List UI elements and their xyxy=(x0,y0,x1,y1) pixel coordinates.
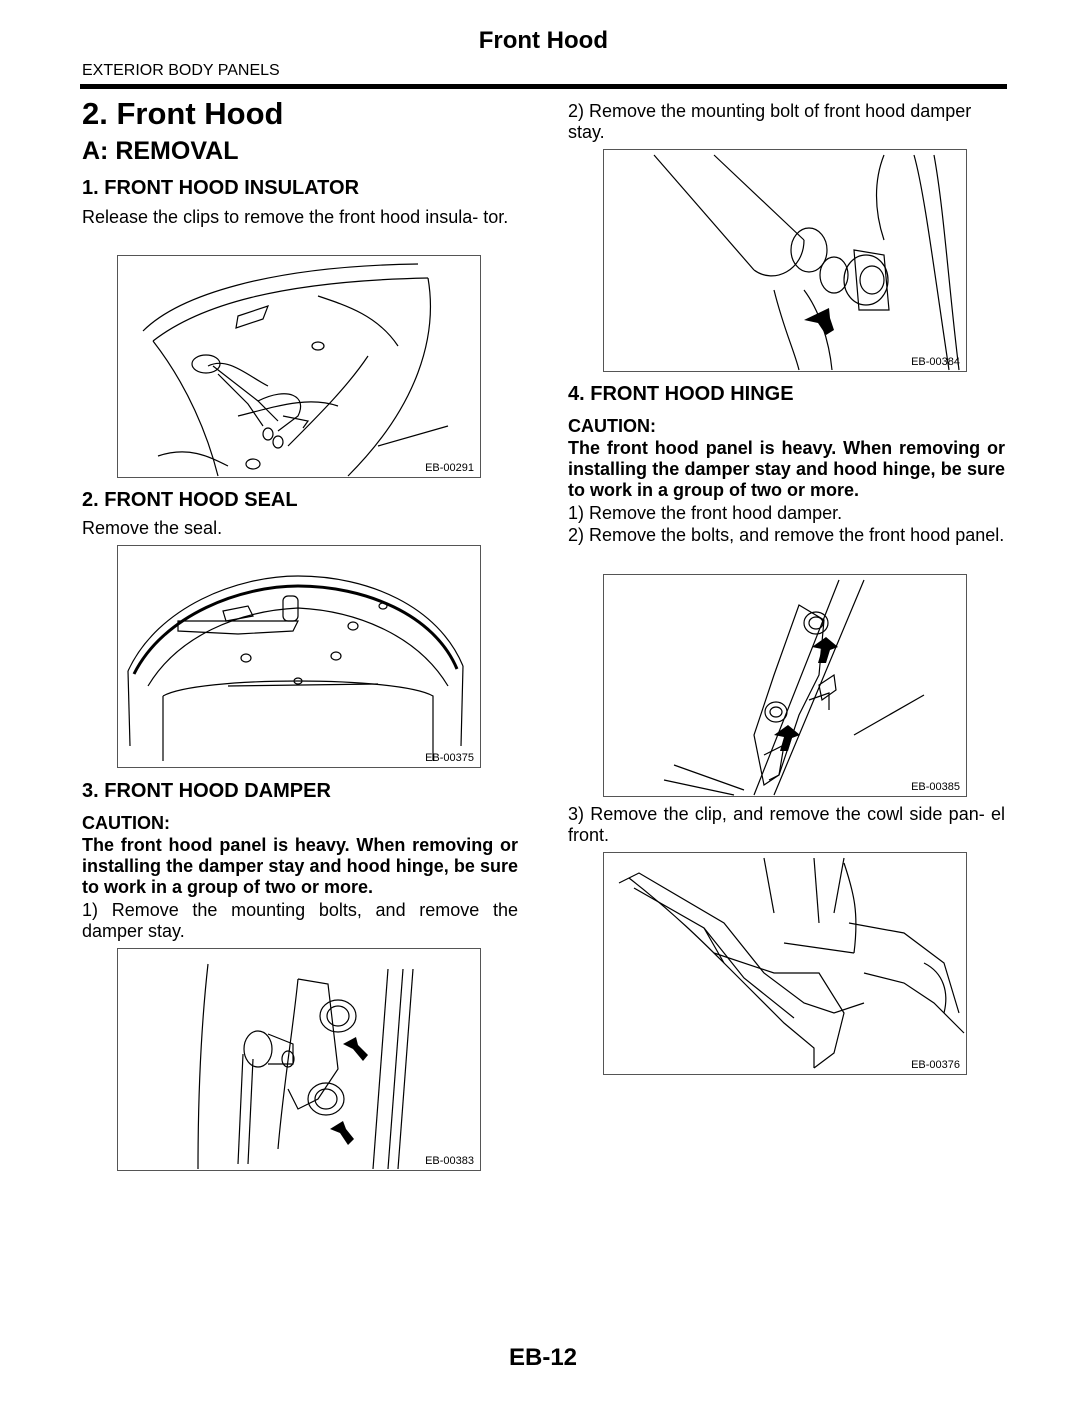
damper-figure-1-id: EB-00383 xyxy=(425,1155,474,1167)
hinge-step-1: 1) Remove the front hood damper. xyxy=(568,503,843,523)
damper-step-1: 1) Remove the mounting bolts, and remove… xyxy=(82,900,518,941)
hinge-caution-text: The front hood panel is heavy. When remo… xyxy=(568,438,1005,500)
damper-figure-1: EB-00383 xyxy=(117,948,481,1171)
page-header-title: Front Hood xyxy=(478,27,608,54)
insulator-text: Release the clips to remove the front ho… xyxy=(82,207,509,227)
damper-figure-2-id: EB-00384 xyxy=(911,356,960,368)
seal-figure-id: EB-00375 xyxy=(425,752,474,764)
insulator-figure: EB-00291 xyxy=(117,255,481,478)
damper-caution-text: The front hood panel is heavy. When remo… xyxy=(82,835,518,897)
damper-bolts-illustration xyxy=(197,963,414,1170)
hinge-bolts-illustration xyxy=(663,579,925,796)
hinge-step-2: 2) Remove the bolts, and remove the fron… xyxy=(568,525,1005,545)
seal-text: Remove the seal. xyxy=(82,518,223,538)
seal-illustration xyxy=(127,575,464,761)
sub-heading: A: REMOVAL xyxy=(82,137,239,165)
damper-caution-label: CAUTION: xyxy=(82,813,170,833)
main-heading: 2. Front Hood xyxy=(82,96,284,131)
hinge-figure-1: EB-00385 xyxy=(603,574,967,797)
hinge-figure-2: EB-00376 xyxy=(603,852,967,1075)
insulator-figure-id: EB-00291 xyxy=(425,462,474,474)
seal-heading: 2. FRONT HOOD SEAL xyxy=(82,489,298,511)
damper-figure-2: EB-00384 xyxy=(603,149,967,372)
section-label: EXTERIOR BODY PANELS xyxy=(82,62,280,79)
hinge-figure-1-id: EB-00385 xyxy=(911,781,960,793)
cowl-panel-illustration xyxy=(618,857,965,1069)
hinge-figure-2-id: EB-00376 xyxy=(911,1059,960,1071)
insulator-illustration xyxy=(142,263,449,477)
damper-stay-illustration xyxy=(653,154,960,371)
header-rule xyxy=(80,84,1007,89)
seal-figure: EB-00375 xyxy=(117,545,481,768)
damper-heading: 3. FRONT HOOD DAMPER xyxy=(82,780,331,802)
hinge-caution-label: CAUTION: xyxy=(568,416,656,436)
page-number: EB-12 xyxy=(508,1344,578,1371)
hinge-step-3: 3) Remove the clip, and remove the cowl … xyxy=(568,804,1005,845)
insulator-heading: 1. FRONT HOOD INSULATOR xyxy=(82,177,360,199)
damper-step-2: 2) Remove the mounting bolt of front hoo… xyxy=(568,101,972,142)
hinge-heading: 4. FRONT HOOD HINGE xyxy=(568,383,794,405)
